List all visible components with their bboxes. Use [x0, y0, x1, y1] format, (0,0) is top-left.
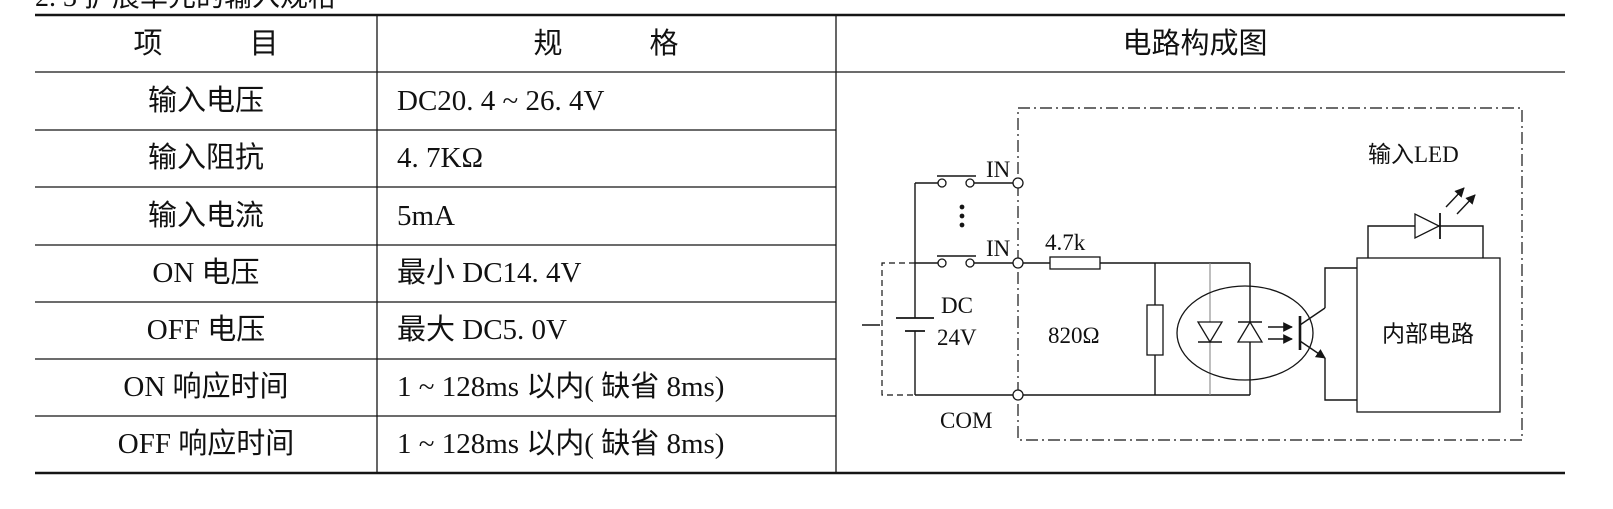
- resistor-series: [1049, 256, 1101, 270]
- row-item-label: 输入电压: [148, 84, 264, 117]
- ellipsis-dot: [959, 204, 965, 210]
- label-resistor-series: 4.7k: [1045, 230, 1086, 255]
- row-item-label: ON 响应时间: [123, 370, 288, 403]
- opto-diode-up: [1236, 320, 1264, 343]
- label-led: 输入LED: [1368, 142, 1459, 167]
- label-dc: DC: [941, 293, 973, 318]
- header-circuit: 电路构成图: [1122, 27, 1267, 60]
- wire-collector: [1324, 267, 1357, 308]
- label-resistor-shunt: 820Ω: [1048, 323, 1100, 348]
- unit-boundary: [1017, 107, 1523, 441]
- resistor-shunt: [1146, 304, 1164, 356]
- terminal-in-2: [1012, 257, 1024, 269]
- row-spec-value: 5mA: [397, 200, 455, 232]
- circuit-diagram: IN IN COM DC 24V 4.7k 820Ω 内部: [862, 107, 1523, 441]
- label-com: COM: [940, 408, 992, 433]
- phototransistor-collector: [1299, 307, 1326, 326]
- table-row: OFF 响应时间 1 ~ 128ms 以内( 缺省 8ms): [118, 427, 725, 460]
- row-spec-value: 1 ~ 128ms 以内( 缺省 8ms): [397, 370, 724, 403]
- ellipsis-dot: [959, 213, 965, 219]
- row-spec-value: 最大 DC5. 0V: [397, 313, 567, 346]
- table-row: 输入电压 DC20. 4 ~ 26. 4V: [148, 84, 604, 117]
- internal-circuit-box: [1356, 257, 1501, 413]
- switch-contact: [937, 258, 947, 268]
- row-item-label: OFF 电压: [147, 313, 265, 346]
- switch-contact: [965, 258, 975, 268]
- row-item-label: 输入电流: [148, 199, 264, 232]
- spec-table: 项 目 规 格 电路构成图 输入电压 DC20. 4 ~ 26. 4V 输入阻抗…: [35, 13, 1565, 475]
- row-spec-value: 最小 DC14. 4V: [397, 257, 582, 289]
- terminal-com: [1012, 389, 1024, 401]
- led-diode: [1414, 212, 1441, 240]
- table-row: OFF 电压 最大 DC5. 0V: [147, 313, 567, 346]
- header-spec: 规 格: [533, 27, 678, 60]
- table-row: ON 电压 最小 DC14. 4V: [152, 256, 581, 289]
- row-spec-value: 4. 7KΩ: [397, 142, 483, 174]
- switch-contact: [965, 178, 975, 188]
- table-row: ON 响应时间 1 ~ 128ms 以内( 缺省 8ms): [123, 370, 724, 403]
- row-item-label: ON 电压: [152, 256, 259, 289]
- wire-emitter: [1324, 358, 1357, 401]
- table-row: 输入阻抗 4. 7KΩ: [148, 141, 483, 174]
- label-dc-voltage: 24V: [937, 325, 977, 350]
- opto-diode-down: [1196, 321, 1224, 344]
- label-in-2: IN: [986, 236, 1011, 261]
- row-item-label: 输入阻抗: [148, 141, 264, 174]
- led-emission-arrow: [1456, 194, 1476, 215]
- switch-contact: [937, 178, 947, 188]
- alternative-wiring-dashed: [881, 262, 915, 396]
- row-spec-value: DC20. 4 ~ 26. 4V: [397, 85, 604, 117]
- label-internal-circuit: 内部电路: [1382, 322, 1474, 347]
- label-in-1: IN: [986, 157, 1011, 182]
- phototransistor-emitter: [1299, 340, 1326, 359]
- table-row: 输入电流 5mA: [148, 199, 455, 232]
- row-item-label: OFF 响应时间: [118, 427, 294, 460]
- ellipsis-dot: [959, 222, 965, 228]
- terminal-in-1: [1012, 177, 1024, 189]
- led-emission-arrow: [1445, 187, 1465, 208]
- row-spec-value: 1 ~ 128ms 以内( 缺省 8ms): [397, 427, 724, 460]
- section-caption: 2. 3 扩展单元的输入规格: [35, 0, 336, 13]
- optocoupler-outline: [1176, 285, 1314, 381]
- header-item: 项 目: [133, 28, 278, 60]
